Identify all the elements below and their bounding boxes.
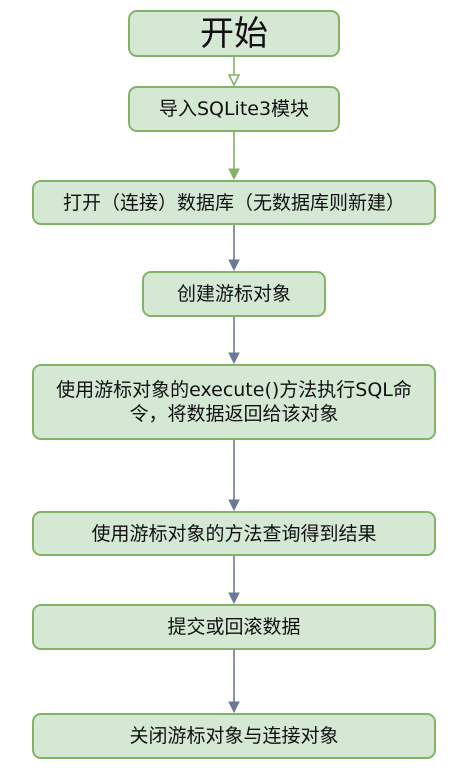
node-cursor: 创建游标对象 [142,271,326,317]
node-start-label: 开始 [200,13,268,54]
node-execute: 使用游标对象的execute()方法执行SQL命令，将数据返回给该对象 [32,364,436,440]
node-fetch: 使用游标对象的方法查询得到结果 [32,511,436,556]
node-commit: 提交或回滚数据 [32,604,436,650]
node-cursor-label: 创建游标对象 [176,283,291,305]
node-close-label: 关闭游标对象与连接对象 [129,725,339,747]
node-connect: 打开（连接）数据库（无数据库则新建） [32,180,436,225]
node-close: 关闭游标对象与连接对象 [32,713,436,759]
node-execute-label: 使用游标对象的execute()方法执行SQL命令，将数据返回给该对象 [56,379,412,425]
node-start: 开始 [128,10,340,57]
node-connect-label: 打开（连接）数据库（无数据库则新建） [62,191,405,214]
node-import: 导入SQLite3模块 [128,86,340,132]
node-commit-label: 提交或回滚数据 [167,616,301,638]
node-fetch-label: 使用游标对象的方法查询得到结果 [91,522,377,545]
node-import-label: 导入SQLite3模块 [158,98,310,120]
